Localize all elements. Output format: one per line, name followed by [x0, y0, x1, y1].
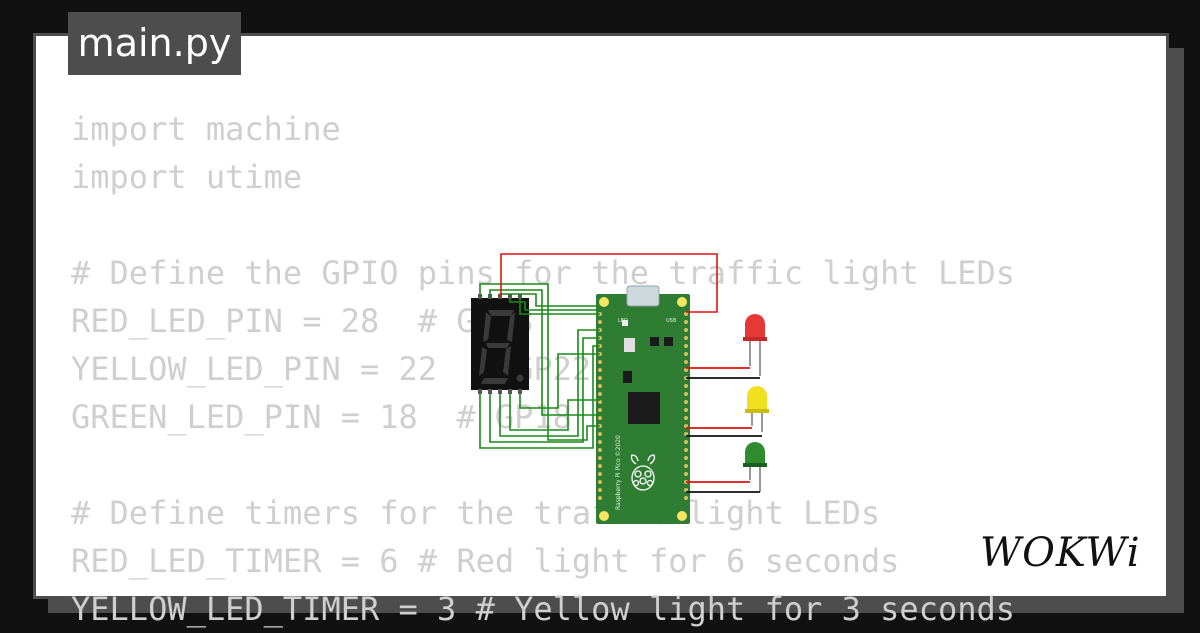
- chip: [650, 337, 659, 346]
- chip: [664, 337, 673, 346]
- code-line: import utime: [71, 158, 303, 196]
- mount-hole: [677, 511, 687, 521]
- display-wires: [479, 283, 600, 449]
- display-segments: [479, 310, 515, 384]
- file-tab[interactable]: main.py: [68, 12, 241, 75]
- wokwi-logo[interactable]: WOKWi: [978, 528, 1153, 576]
- led-wires: [686, 367, 762, 493]
- pin-row-right: [684, 312, 688, 500]
- onboard-led: [622, 320, 628, 326]
- code-line: YELLOW_LED_TIMER = 3 # Yellow light for …: [71, 590, 1016, 628]
- green-led[interactable]: [743, 442, 767, 492]
- code-line: # Define timers for the traffic light LE…: [71, 494, 881, 532]
- mount-hole: [599, 297, 609, 307]
- wokwi-logo-text: WOKWi: [980, 530, 1141, 576]
- pin-row-left: [598, 312, 602, 500]
- decimal-point: [516, 374, 524, 382]
- chip: [623, 371, 632, 383]
- circuit-diagram[interactable]: LED USB Raspberry Pi Pico ©2020: [468, 250, 769, 530]
- code-line: RED_LED_TIMER = 6 # Red light for 6 seco…: [71, 542, 900, 580]
- red-led[interactable]: [743, 314, 767, 376]
- raspberry-pi-logo-icon: [630, 454, 656, 491]
- bootsel-button: [624, 338, 635, 352]
- usb-port: [626, 285, 660, 307]
- code-line: [71, 201, 1015, 249]
- raspberry-pi-pico-board[interactable]: LED USB Raspberry Pi Pico ©2020: [596, 285, 690, 524]
- usb-label: USB: [666, 318, 677, 324]
- board-label: Raspberry Pi Pico ©2020: [615, 435, 622, 510]
- mount-hole: [677, 297, 687, 307]
- rp2040-chip: [628, 392, 660, 424]
- top-red-wire: [500, 253, 718, 313]
- yellow-led[interactable]: [745, 386, 769, 432]
- led-label: LED: [618, 318, 628, 324]
- mount-hole: [599, 511, 609, 521]
- code-line: import machine: [71, 110, 341, 148]
